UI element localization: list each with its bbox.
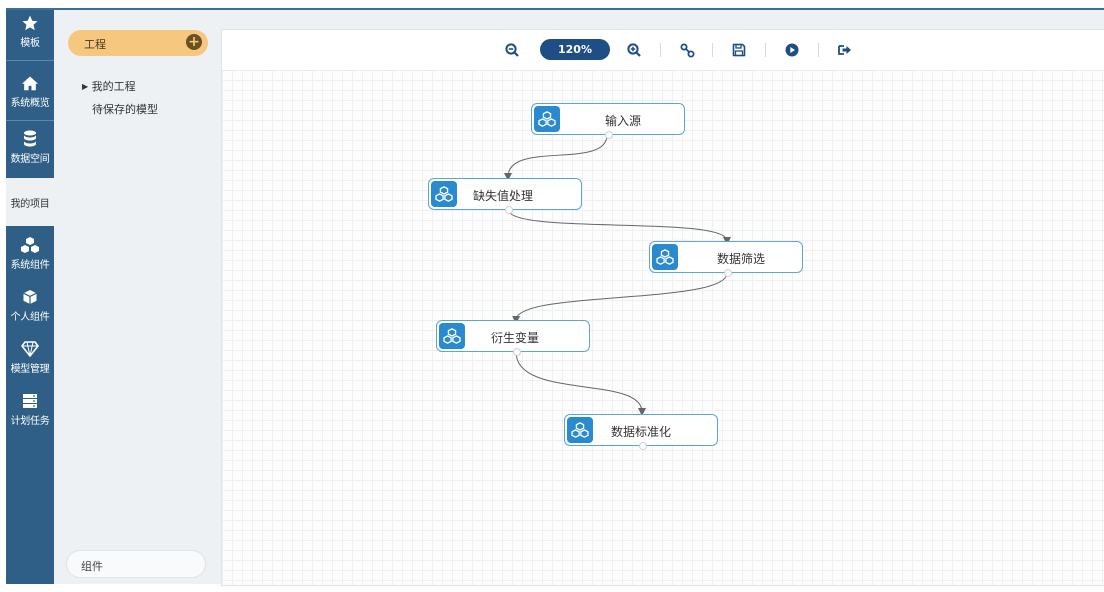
node-output-port[interactable] <box>724 269 732 277</box>
nav-label: 模型管理 <box>10 364 50 375</box>
zoom-in-button[interactable] <box>624 40 644 60</box>
nav-item-scheduled-tasks[interactable]: 计划任务 <box>6 388 54 438</box>
run-icon <box>785 43 799 57</box>
nav-label: 数据空间 <box>10 154 50 165</box>
nav-item-my-projects[interactable]: 我的项目 <box>6 178 54 226</box>
nav-label: 计划任务 <box>10 416 50 427</box>
tree-item-label: 我的工程 <box>91 80 136 93</box>
cubes-icon <box>652 244 678 270</box>
save-button[interactable] <box>729 40 749 60</box>
node-label: 缺失值处理 <box>473 189 534 203</box>
project-header[interactable]: 工程 + <box>68 30 208 56</box>
node-label: 输入源 <box>604 114 641 128</box>
tree-item-label: 待保存的模型 <box>92 103 158 116</box>
flow-node-data-filter[interactable]: 数据筛选 <box>649 241 803 277</box>
node-output-port[interactable] <box>605 131 613 139</box>
cubes-icon <box>431 181 457 207</box>
nav-item-overview[interactable]: 系统概览 <box>6 70 54 120</box>
flow-node-derived-variable[interactable]: 衍生变量 <box>436 320 590 356</box>
server-icon <box>22 390 38 412</box>
nav-divider <box>6 60 54 61</box>
components-tab-label: 组件 <box>81 560 103 573</box>
node-output-port[interactable] <box>505 206 513 214</box>
nav-label: 模板 <box>20 38 40 49</box>
add-circle-icon[interactable]: + <box>186 34 202 50</box>
cubes-icon <box>567 417 593 443</box>
node-output-port[interactable] <box>513 348 521 356</box>
nav-label: 我的项目 <box>10 198 50 210</box>
connection-line <box>512 272 728 324</box>
nav-label: 个人组件 <box>10 312 50 323</box>
cubes-icon <box>20 234 40 256</box>
node-label: 数据筛选 <box>716 252 765 266</box>
zoom-out-icon <box>505 43 519 57</box>
link-button[interactable] <box>677 40 697 60</box>
tree-item-unsaved-models[interactable]: 待保存的模型 <box>92 101 158 117</box>
flow-node-missing-value[interactable]: 缺失值处理 <box>428 178 582 214</box>
toolbar-divider <box>818 43 819 57</box>
app-frame: 模板 系统概览 数据空间 我的项目 系统组件 <box>6 8 1104 586</box>
export-icon <box>838 45 851 55</box>
nav-label: 系统组件 <box>10 260 50 271</box>
zoom-level: 120% <box>540 39 610 60</box>
nav-divider <box>6 120 54 121</box>
node-label: 数据标准化 <box>611 425 672 439</box>
project-header-label: 工程 <box>84 38 106 51</box>
connection-line <box>507 209 731 245</box>
nav-item-personal-components[interactable]: 个人组件 <box>6 284 54 334</box>
toolbar-divider <box>660 43 661 57</box>
toolbar-divider <box>712 43 713 57</box>
nav-label: 系统概览 <box>10 98 50 109</box>
export-button[interactable] <box>835 40 855 60</box>
cubes-icon <box>534 106 560 132</box>
link-icon <box>680 43 694 57</box>
save-icon <box>732 43 746 57</box>
zoom-out-button[interactable] <box>502 40 522 60</box>
tree-item-my-projects[interactable]: ▶ 我的工程 <box>82 78 136 94</box>
canvas-toolbar: 120% <box>222 30 1104 71</box>
run-button[interactable] <box>782 40 802 60</box>
nav-item-templates[interactable]: 模板 <box>6 10 54 60</box>
toolbar-divider <box>765 43 766 57</box>
flow-node-input-source[interactable]: 输入源 <box>531 103 685 139</box>
connection-line <box>504 134 608 181</box>
project-panel: 工程 + ▶ 我的工程 待保存的模型 组件 <box>54 10 218 584</box>
home-icon <box>21 72 39 94</box>
flow-node-data-standardize[interactable]: 数据标准化 <box>564 414 718 450</box>
node-output-port[interactable] <box>639 442 647 450</box>
main-nav: 模板 系统概览 数据空间 我的项目 系统组件 <box>6 10 54 584</box>
flow-connections <box>504 134 731 416</box>
flow-canvas[interactable]: 120% <box>221 29 1104 586</box>
star-icon <box>21 12 39 34</box>
cube-icon <box>22 286 38 308</box>
zoom-in-icon <box>627 43 641 57</box>
connection-line <box>515 351 646 416</box>
diamond-icon <box>21 338 39 360</box>
node-label: 衍生变量 <box>491 331 540 345</box>
database-icon <box>23 128 37 150</box>
nav-item-data-space[interactable]: 数据空间 <box>6 126 54 176</box>
nav-item-model-management[interactable]: 模型管理 <box>6 336 54 386</box>
nav-item-system-components[interactable]: 系统组件 <box>6 232 54 282</box>
caret-right-icon: ▶ <box>82 82 89 91</box>
components-tab[interactable]: 组件 <box>66 550 206 578</box>
cubes-icon <box>439 323 465 349</box>
